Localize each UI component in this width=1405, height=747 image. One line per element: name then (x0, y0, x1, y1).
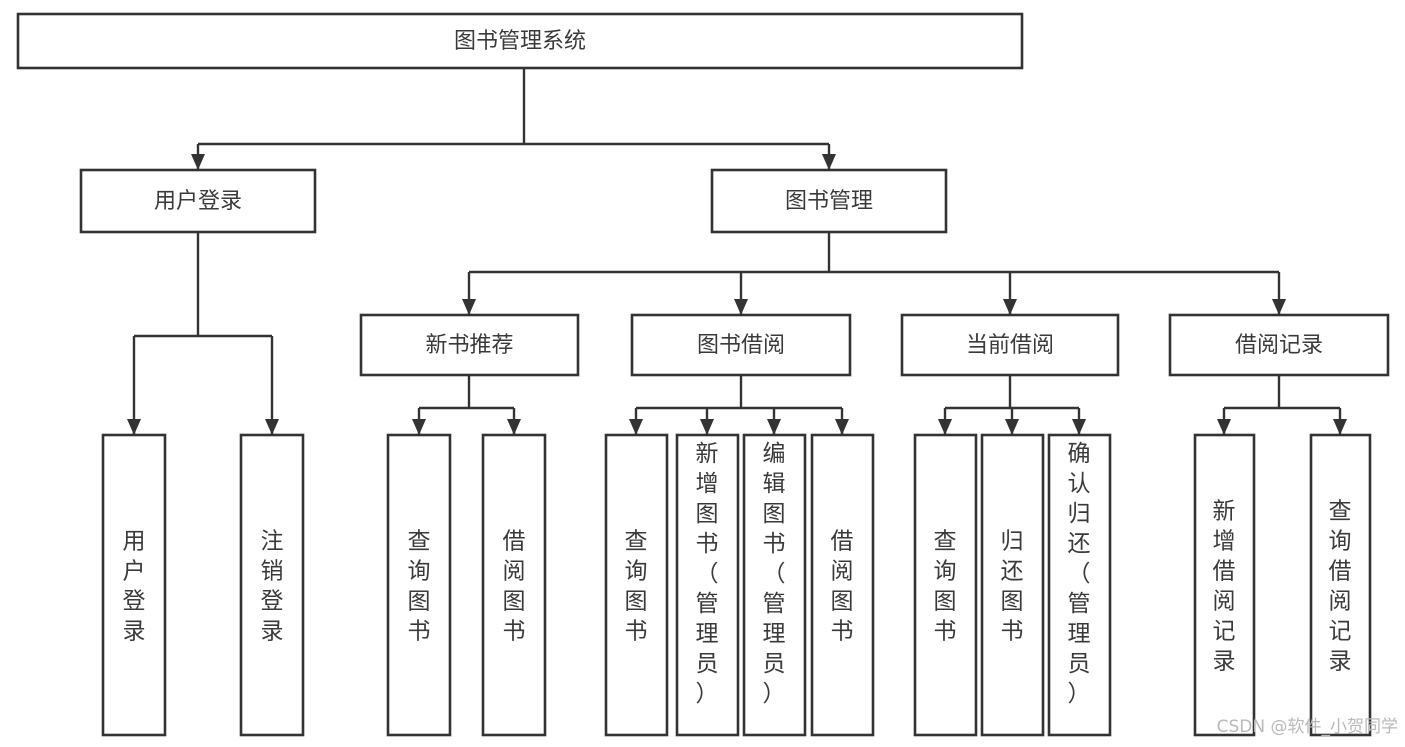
leaf-label: 注销登录 (261, 528, 284, 644)
connector-arrow (507, 419, 521, 435)
node-label: 新书推荐 (425, 333, 513, 358)
connector-arrow (767, 419, 781, 435)
connector-arrow (822, 154, 836, 170)
leaf-leaf-edit-book-admin[interactable]: 编辑图书（管理员） (742, 433, 807, 737)
connector-arrow (1272, 299, 1286, 315)
leaf-leaf-confirm-return-admin[interactable]: 确认归还（管理员） (1047, 433, 1112, 737)
connector-arrow (1333, 419, 1347, 435)
connector-arrow (835, 419, 849, 435)
leaf-leaf-add-book-admin[interactable]: 新增图书（管理员） (675, 433, 740, 737)
connector-arrow (734, 299, 748, 315)
csdn-watermark: CSDN @软件_小贺同学 (1217, 717, 1398, 737)
connector-arrow (265, 419, 279, 435)
node-borrow-record[interactable]: 借阅记录 (1168, 313, 1390, 377)
leaf-label: 新增借阅记录 (1213, 498, 1236, 674)
connector-arrow (700, 419, 714, 435)
connector-arrow (191, 154, 205, 170)
leaf-label: 查询图书 (625, 528, 648, 644)
nodes-layer: 图书管理系统用户登录图书管理新书推荐图书借阅当前借阅借阅记录用户登录注销登录查询… (16, 12, 1390, 737)
leaf-label: 查询图书 (934, 528, 957, 644)
group-current-borrow (938, 375, 1086, 435)
node-label: 当前借阅 (966, 333, 1054, 358)
node-book-borrow[interactable]: 图书借阅 (630, 313, 852, 377)
leaf-label: 查询图书 (408, 528, 431, 644)
node-label: 用户登录 (154, 189, 242, 214)
connector-arrow (1072, 419, 1086, 435)
connector-arrow (412, 419, 426, 435)
group-new-book-recommend (412, 375, 521, 435)
node-new-book-recommend[interactable]: 新书推荐 (359, 313, 580, 377)
group-root (191, 68, 836, 170)
leaf-label: 借阅图书 (503, 528, 526, 644)
leaf-label: 查询借阅记录 (1329, 498, 1352, 674)
group-book-borrow (629, 375, 849, 435)
leaf-leaf-query-book-2[interactable]: 查询图书 (604, 433, 669, 737)
leaf-label: 新增图书（管理员） (696, 441, 719, 707)
leaf-label: 确认归还（管理员） (1068, 441, 1091, 707)
connector-arrow (127, 419, 141, 435)
leaf-leaf-borrow-book-1[interactable]: 借阅图书 (481, 433, 547, 737)
node-book-management[interactable]: 图书管理 (710, 168, 948, 234)
connector-arrow (938, 419, 952, 435)
connector-arrow (1003, 299, 1017, 315)
leaf-label: 编辑图书（管理员） (763, 441, 786, 707)
connector-arrow (1217, 419, 1231, 435)
leaf-label: 借阅图书 (831, 528, 854, 644)
leaf-label: 归还图书 (1001, 528, 1024, 644)
leaf-leaf-borrow-book-2[interactable]: 借阅图书 (810, 433, 875, 737)
leaf-label: 用户登录 (123, 528, 146, 644)
group-borrow-record (1217, 375, 1347, 435)
node-current-borrow[interactable]: 当前借阅 (900, 313, 1120, 377)
leaf-leaf-query-book-1[interactable]: 查询图书 (386, 433, 452, 737)
leaf-leaf-logout[interactable]: 注销登录 (239, 433, 305, 737)
connector-arrow (629, 419, 643, 435)
leaf-leaf-query-book-3[interactable]: 查询图书 (913, 433, 978, 737)
connector-arrow (462, 299, 476, 315)
group-user-login (127, 232, 279, 435)
node-root[interactable]: 图书管理系统 (16, 12, 1024, 70)
leaf-leaf-add-borrow-record[interactable]: 新增借阅记录 (1193, 433, 1256, 737)
leaf-leaf-return-book[interactable]: 归还图书 (980, 433, 1045, 737)
node-label: 图书管理系统 (454, 29, 586, 54)
node-label: 借阅记录 (1235, 333, 1323, 358)
connector-arrow (1005, 419, 1019, 435)
connectors-layer (127, 68, 1347, 435)
leaf-leaf-query-borrow-record[interactable]: 查询借阅记录 (1309, 433, 1372, 737)
leaf-leaf-user-login[interactable]: 用户登录 (101, 433, 167, 737)
node-label: 图书管理 (785, 189, 873, 214)
node-user-login[interactable]: 用户登录 (79, 168, 317, 234)
group-book-management (462, 232, 1286, 315)
node-label: 图书借阅 (697, 333, 785, 358)
